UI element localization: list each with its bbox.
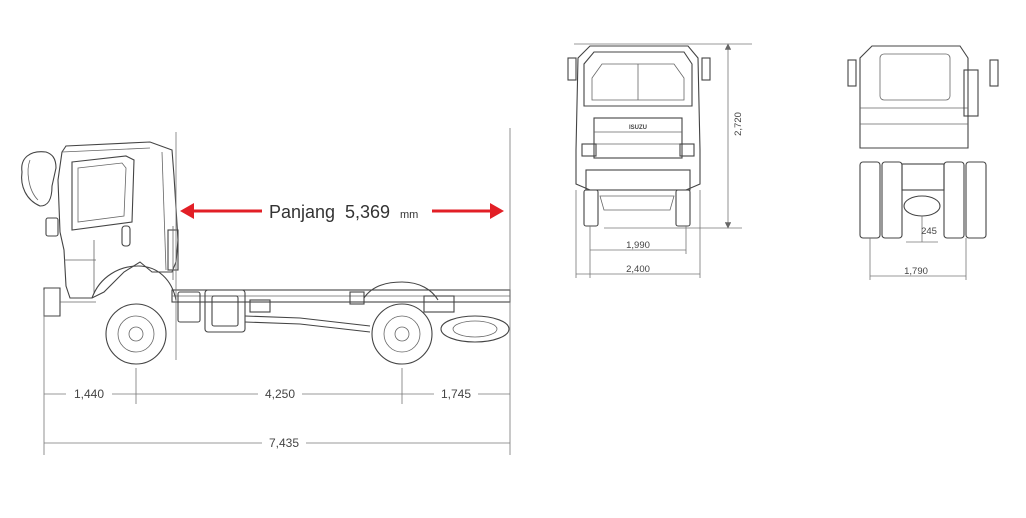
dimension-row-segments: 1,440 4,250 1,745	[44, 387, 510, 401]
overall-width-value: 2,400	[626, 264, 650, 275]
panjang-unit: mm	[400, 209, 418, 221]
ground-clearance-value: 245	[921, 226, 937, 237]
dimension-row-total: 7,435	[44, 436, 510, 450]
front-wheel	[91, 265, 177, 365]
rear-left-mirror	[847, 59, 857, 87]
rear-left-tire-inner	[881, 161, 903, 239]
front-bumper	[585, 169, 691, 191]
left-headlamp	[581, 143, 597, 157]
rear-exhaust-stack	[963, 69, 979, 117]
rear-wheel	[363, 281, 439, 365]
front-left-tire	[583, 189, 599, 227]
front-view: ISUZU 2,720 1,990 2,400	[567, 43, 752, 278]
front-grille	[593, 117, 683, 159]
right-mirror	[701, 57, 711, 81]
cab-side	[21, 141, 179, 317]
side-view: Panjang 5,369 mm 1,440 4,250 1,745 7,435	[21, 128, 511, 455]
red-arrow-left-icon	[180, 203, 194, 219]
rear-right-mirror	[989, 59, 999, 87]
rear-tread-value: 1,790	[904, 266, 928, 277]
overall-length-value: 7,435	[269, 436, 299, 450]
panjang-value: 5,369	[345, 202, 390, 222]
red-arrow-right-icon	[490, 203, 504, 219]
panjang-callout: Panjang 5,369 mm	[180, 202, 504, 222]
front-overhang-value: 1,440	[74, 387, 104, 401]
rear-view: 245 1,790	[847, 45, 999, 280]
panjang-label: Panjang	[269, 202, 335, 222]
wheelbase-value: 4,250	[265, 387, 295, 401]
front-tread-value: 1,990	[626, 240, 650, 251]
brand-badge: ISUZU	[629, 125, 647, 131]
right-headlamp	[679, 143, 695, 157]
rear-left-tire-outer	[859, 161, 881, 239]
overall-height-value: 2,720	[733, 112, 744, 136]
left-mirror	[567, 57, 577, 81]
differential	[903, 195, 941, 217]
rear-right-tire-inner	[943, 161, 965, 239]
rear-right-tire-outer	[965, 161, 987, 239]
front-right-tire	[675, 189, 691, 227]
rear-axle-housing	[901, 163, 945, 191]
spare-tire	[440, 315, 510, 343]
chassis-frame	[167, 226, 511, 333]
rear-overhang-value: 1,745	[441, 387, 471, 401]
